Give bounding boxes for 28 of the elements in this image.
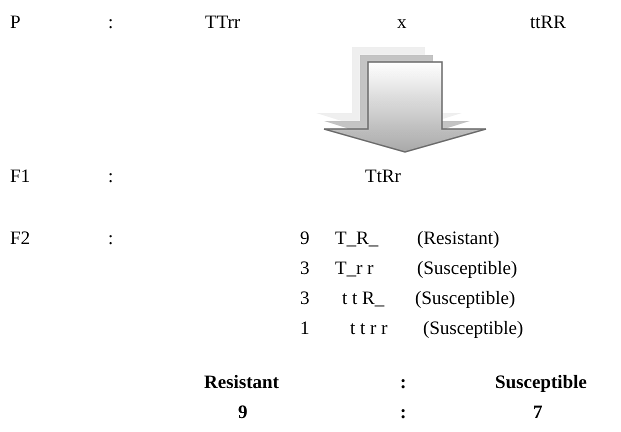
phenotype: (Resistant) <box>417 228 500 250</box>
colon: : <box>400 402 406 424</box>
ratio-number: 9 <box>300 228 310 250</box>
ratio-heading: Resistant <box>204 372 279 394</box>
colon: : <box>108 12 114 34</box>
phenotype: (Susceptible) <box>415 288 516 310</box>
row-label: F1 <box>10 166 30 188</box>
colon: : <box>400 372 406 394</box>
ratio-number: 3 <box>300 288 310 310</box>
genotype: TTrr <box>205 12 240 34</box>
colon: : <box>108 228 114 250</box>
row-label: F2 <box>10 228 30 250</box>
genotype: ttRR <box>530 12 566 34</box>
cross-sign: x <box>397 12 406 34</box>
ratio-heading: Susceptible <box>495 372 587 394</box>
genotype: T_R_ <box>335 228 378 250</box>
colon: : <box>108 166 114 188</box>
ratio-number: 3 <box>300 258 310 280</box>
genotype: TtRr <box>365 166 401 188</box>
genotype: t t R_ <box>342 288 384 310</box>
row-label: P <box>10 12 21 34</box>
ratio-number: 7 <box>533 402 542 424</box>
genotype: t t r r <box>350 318 388 340</box>
ratio-number: 9 <box>238 402 248 424</box>
ratio-number: 1 <box>300 318 310 340</box>
phenotype: (Susceptible) <box>417 258 518 280</box>
genotype: T_r r <box>335 258 374 280</box>
phenotype: (Susceptible) <box>423 318 524 340</box>
